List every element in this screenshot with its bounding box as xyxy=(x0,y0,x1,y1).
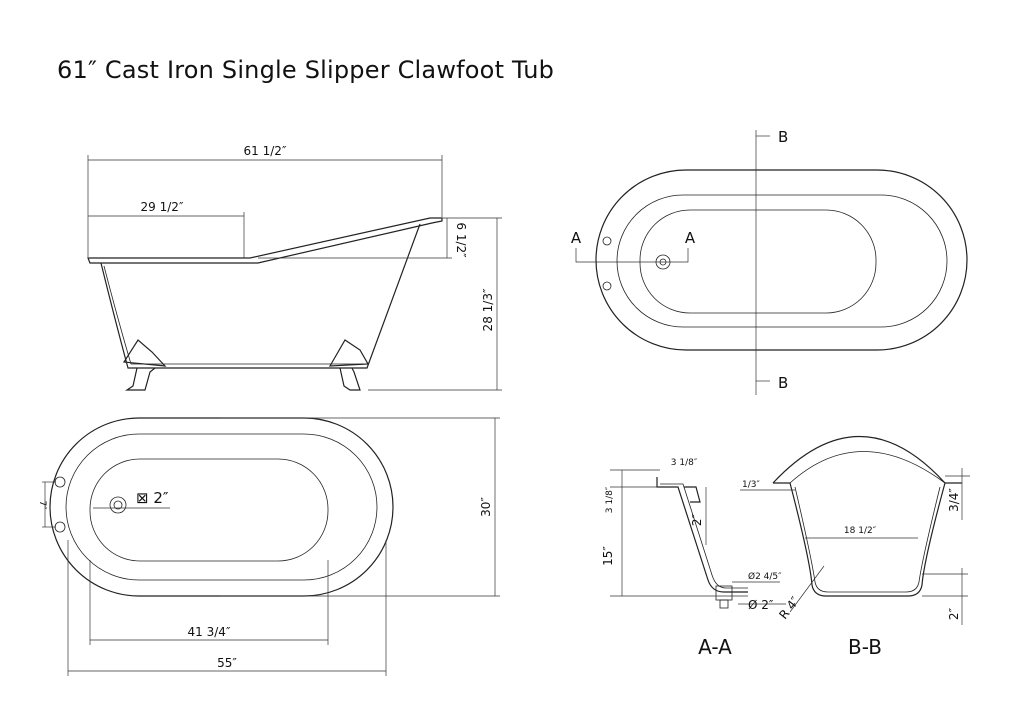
section-bb-profile xyxy=(772,435,962,597)
top-view-outer-rim xyxy=(49,417,394,597)
section-b-b: 18 1/2″ 1/3″ 3/4″ R 4″ 2″ B-B xyxy=(740,435,970,659)
faucet-hole-top xyxy=(54,476,66,488)
side-view-rim xyxy=(87,217,443,264)
page-title: 61″ Cast Iron Single Slipper Clawfoot Tu… xyxy=(57,56,555,84)
top-view-right-outer xyxy=(595,169,968,351)
aa-depth-label: 15″ xyxy=(601,546,615,566)
section-b-bottom: B xyxy=(778,374,788,392)
top-view-left: ⊠ 2″ 7″ 30″ 41 3/4″ 55″ xyxy=(37,417,500,676)
total-height-label: 28 1/3″ xyxy=(481,288,495,331)
section-bb-label: B-B xyxy=(848,635,882,659)
section-a-right: A xyxy=(685,229,696,247)
side-view-left-foot xyxy=(122,339,167,391)
bb-floor-width-label: 18 1/2″ xyxy=(844,526,877,536)
aa-rim-height-label: 3 1/8″ xyxy=(605,486,615,513)
drain-icon xyxy=(109,496,127,514)
side-view-body-inner xyxy=(103,265,364,365)
section-aa-label: A-A xyxy=(698,635,732,659)
aa-rim-depth-label: 2″ xyxy=(690,513,704,526)
top-view-right: A A B B xyxy=(571,128,968,395)
right-faucet-hole-bottom xyxy=(602,281,612,291)
aa-rim-width-label: 3 1/8″ xyxy=(671,458,698,468)
aa-overflow-dia-label: Ø2 4/5″ xyxy=(748,571,782,582)
bb-rim-height-label: 3/4″ xyxy=(947,488,961,512)
faucet-spacing-label: 7″ xyxy=(37,500,47,510)
aa-drain-dia-label: Ø 2″ xyxy=(748,598,774,612)
width-label: 30″ xyxy=(479,497,493,517)
slope-height-label: 6 1/2″ xyxy=(454,222,468,258)
top-view-inner-rim xyxy=(65,433,378,581)
side-view-body xyxy=(100,223,421,369)
section-a-left: A xyxy=(571,229,582,247)
top-view-right-inner xyxy=(616,194,948,328)
side-view: 61 1/2″ 29 1/2″ 6 1/2″ 28 1/3″ xyxy=(87,144,502,391)
bb-base-label: 2″ xyxy=(947,607,961,620)
faucet-hole-bottom xyxy=(54,521,66,533)
top-view-basin xyxy=(89,458,329,562)
section-a-a: 3 1/8″ 3 1/8″ 15″ 2″ Ø2 4/5″ Ø 2″ A-A xyxy=(601,458,786,659)
section-aa-profile xyxy=(656,477,748,593)
section-b-top: B xyxy=(778,128,788,146)
back-length-label: 29 1/2″ xyxy=(141,200,184,214)
right-faucet-hole-top xyxy=(602,236,612,246)
overall-length-label: 61 1/2″ xyxy=(244,144,287,158)
outer-length-label: 55″ xyxy=(217,656,237,670)
drain-size-label: ⊠ 2″ xyxy=(136,489,169,507)
top-view-right-basin xyxy=(639,209,877,314)
side-view-right-foot xyxy=(328,339,370,391)
bb-radius-label: R 4″ xyxy=(776,594,802,622)
inner-length-label: 41 3/4″ xyxy=(188,625,231,639)
bb-lip-label: 1/3″ xyxy=(742,480,760,490)
